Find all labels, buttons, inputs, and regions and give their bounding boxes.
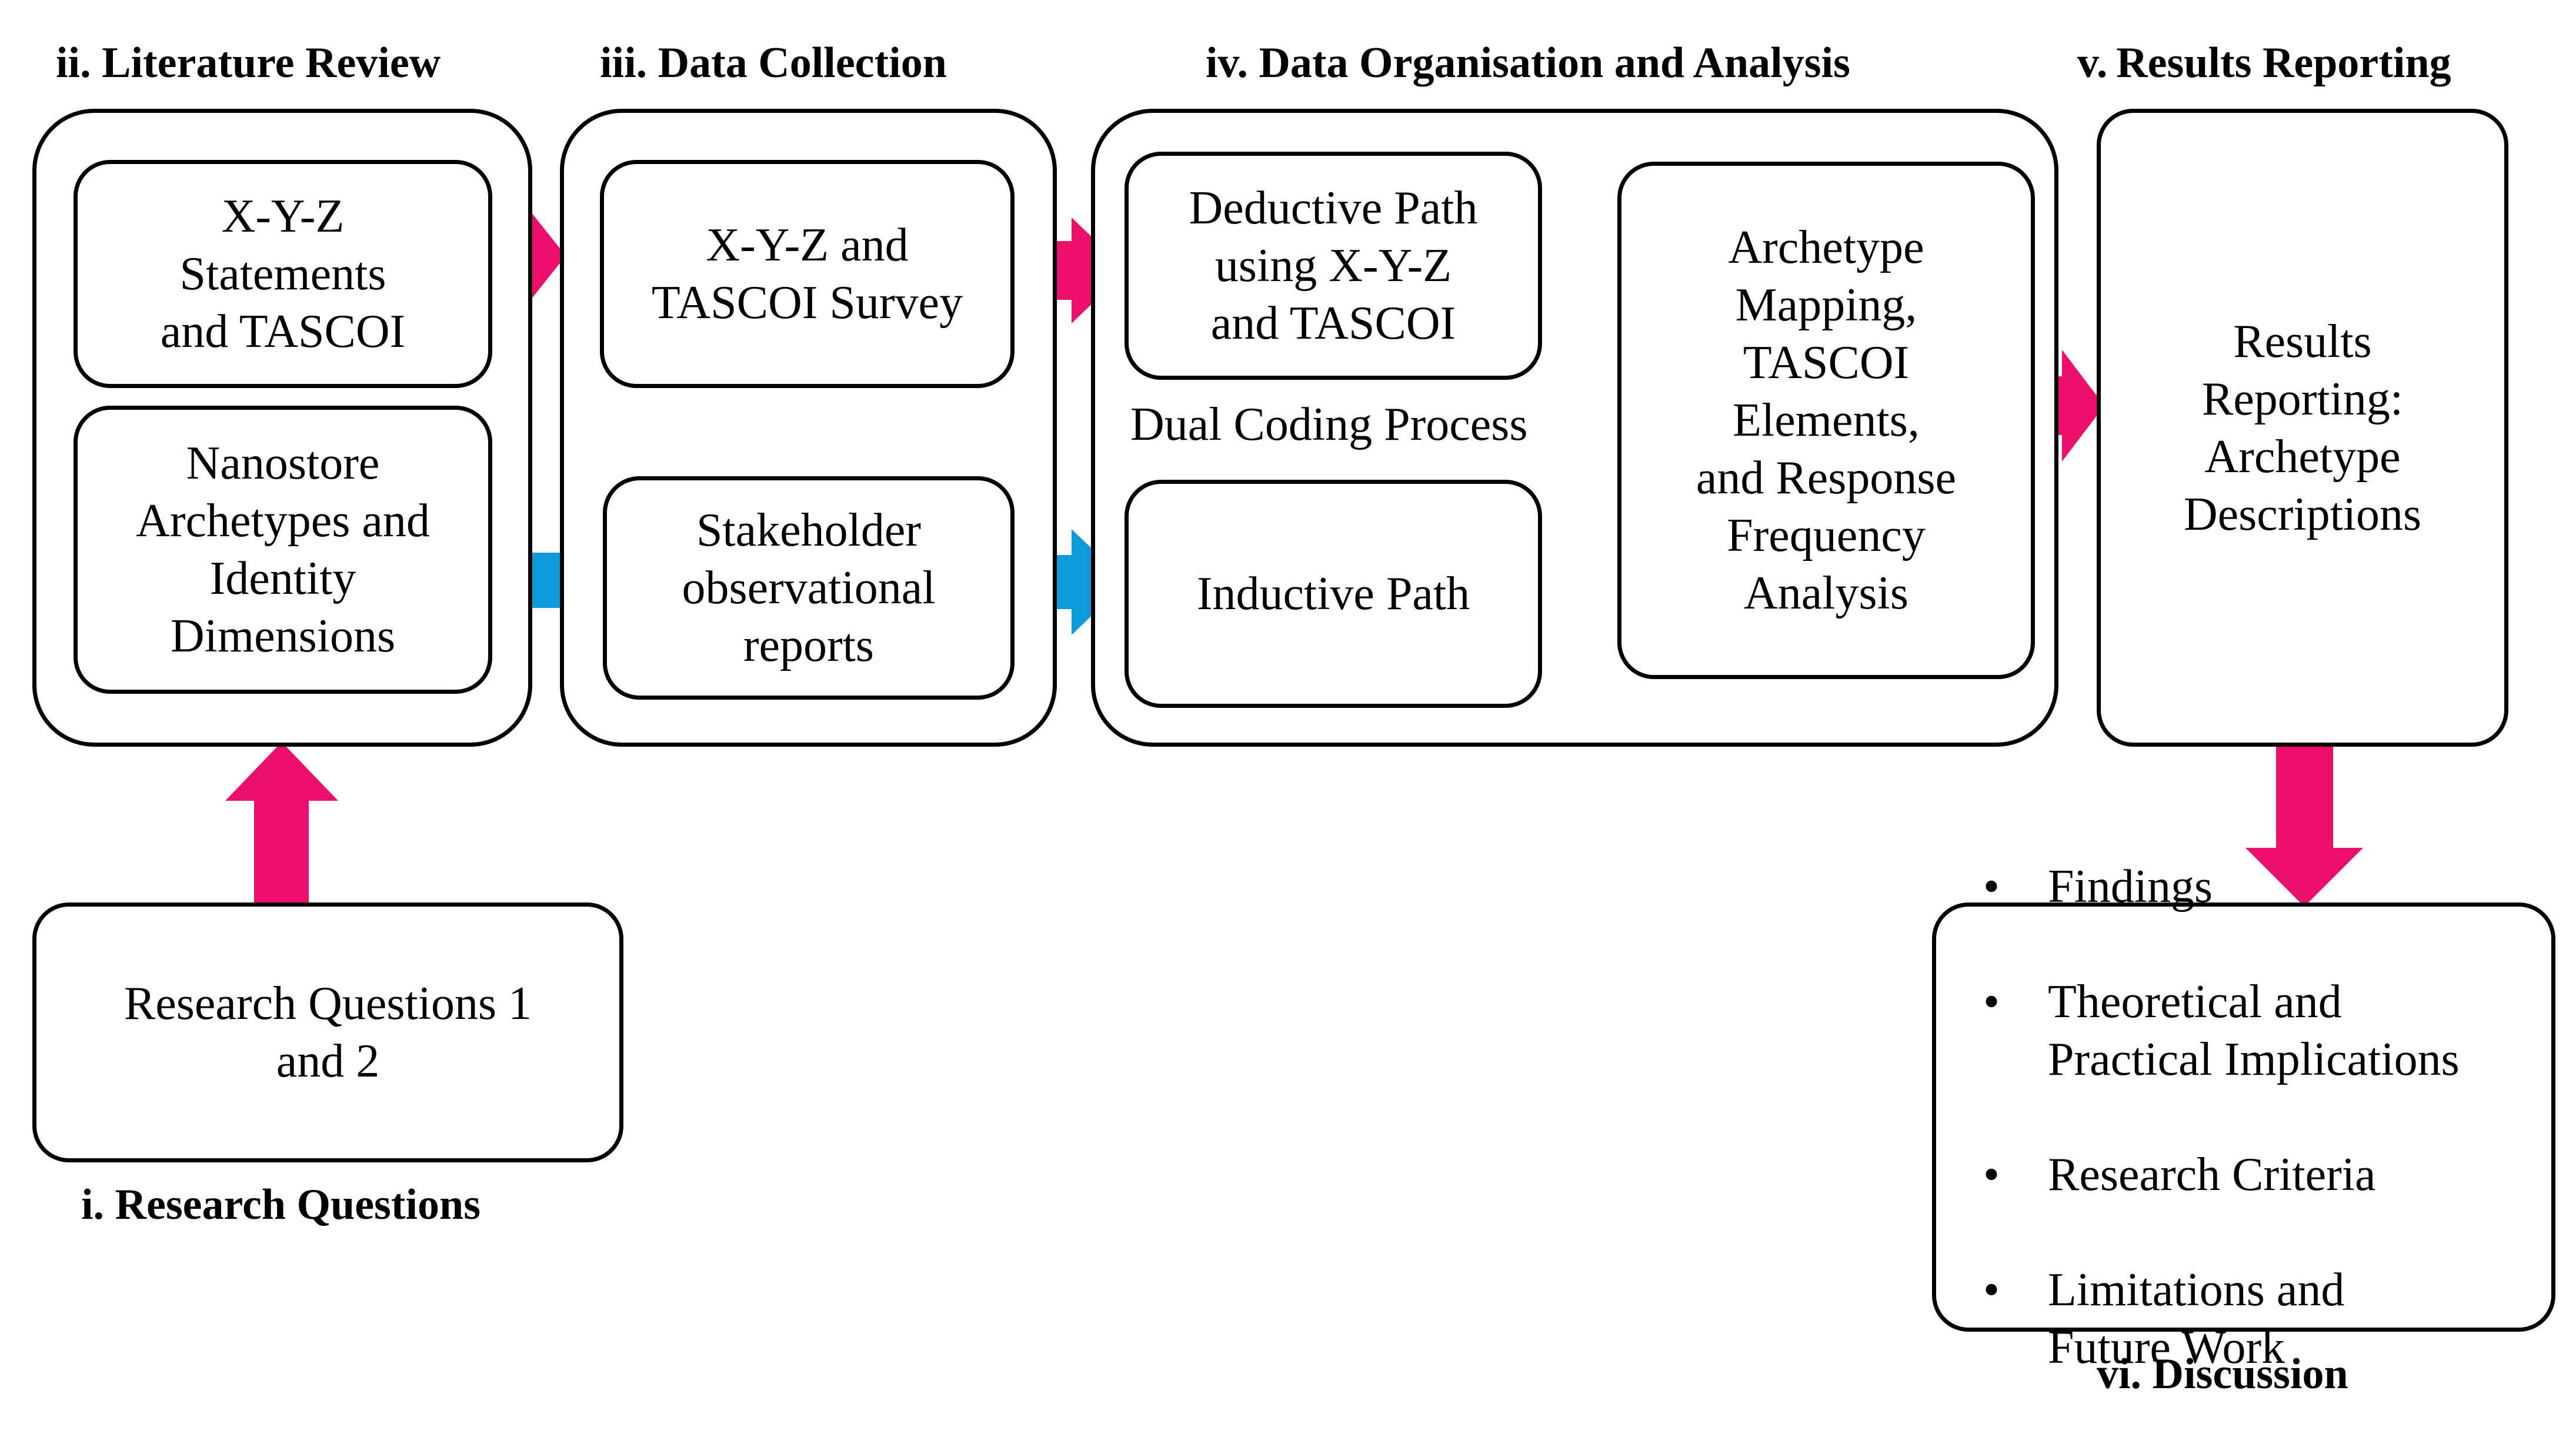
discussion-item: Findings [1948,858,2460,915]
nanostore-archetypes-box: Nanostore Archetypes and Identity Dimens… [74,406,492,694]
discussion-box: Findings Theoretical and Practical Impli… [1932,858,2555,1373]
stage-title-research-questions: i. Research Questions [81,1181,481,1229]
arrow-questions-to-litreview [225,742,338,908]
inductive-path-box: Inductive Path [1125,480,1542,708]
stage-title-data-collection: iii. Data Collection [600,39,947,87]
xyz-statements-box: X-Y-Z Statements and TASCOI [74,160,492,388]
discussion-item: Theoretical and Practical Implications [1948,973,2460,1088]
discussion-list: Findings Theoretical and Practical Impli… [1948,800,2460,1434]
research-questions-box: Research Questions 1 and 2 [32,902,623,1162]
archetype-mapping-box: Archetype Mapping, TASCOI Elements, and … [1617,162,2035,679]
stage-title-data-organisation: iv. Data Organisation and Analysis [1206,39,1850,87]
discussion-item: Research Criteria [1948,1146,2460,1204]
stakeholder-reports-box: Stakeholder observational reports [603,476,1015,700]
xyz-survey-box: X-Y-Z and TASCOI Survey [600,160,1015,388]
results-reporting-box: Results Reporting: Archetype Description… [2097,109,2508,747]
stage-title-results-reporting: v. Results Reporting [2077,39,2451,87]
deductive-path-box: Deductive Path using X-Y-Z and TASCOI [1125,152,1542,380]
discussion-item: Limitations and Future Work [1948,1261,2460,1376]
stage-title-literature-review: ii. Literature Review [56,39,441,87]
dual-coding-label: Dual Coding Process [1130,399,1528,450]
